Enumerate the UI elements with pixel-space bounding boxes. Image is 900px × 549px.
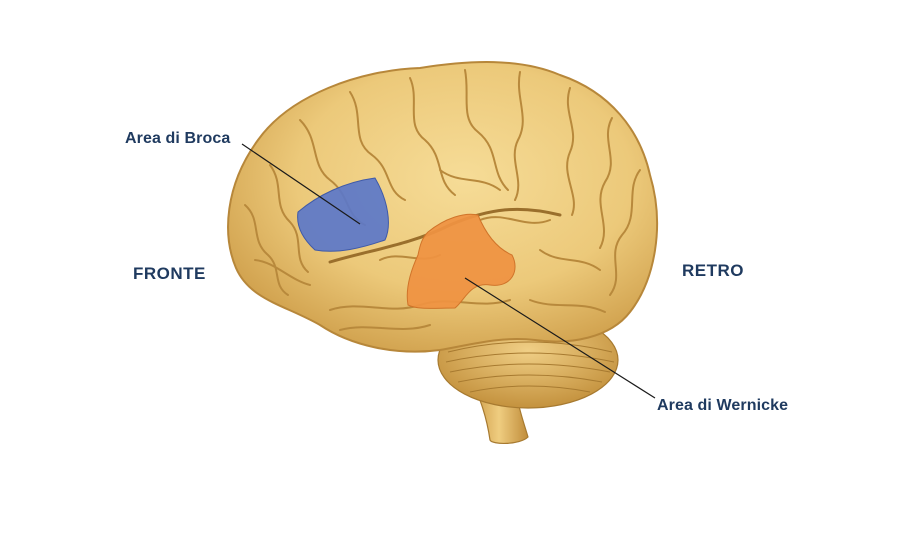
wernicke-label: Area di Wernicke (657, 397, 789, 414)
broca-area-region (297, 177, 389, 252)
cerebrum (227, 61, 659, 353)
broca-label: Area di Broca (125, 130, 231, 147)
wernicke-leader-line (464, 277, 656, 399)
broca-leader-line (241, 143, 361, 225)
front-label: FRONTE (133, 264, 206, 283)
wernicke-area-region (406, 213, 516, 309)
back-label: RETRO (682, 261, 744, 280)
